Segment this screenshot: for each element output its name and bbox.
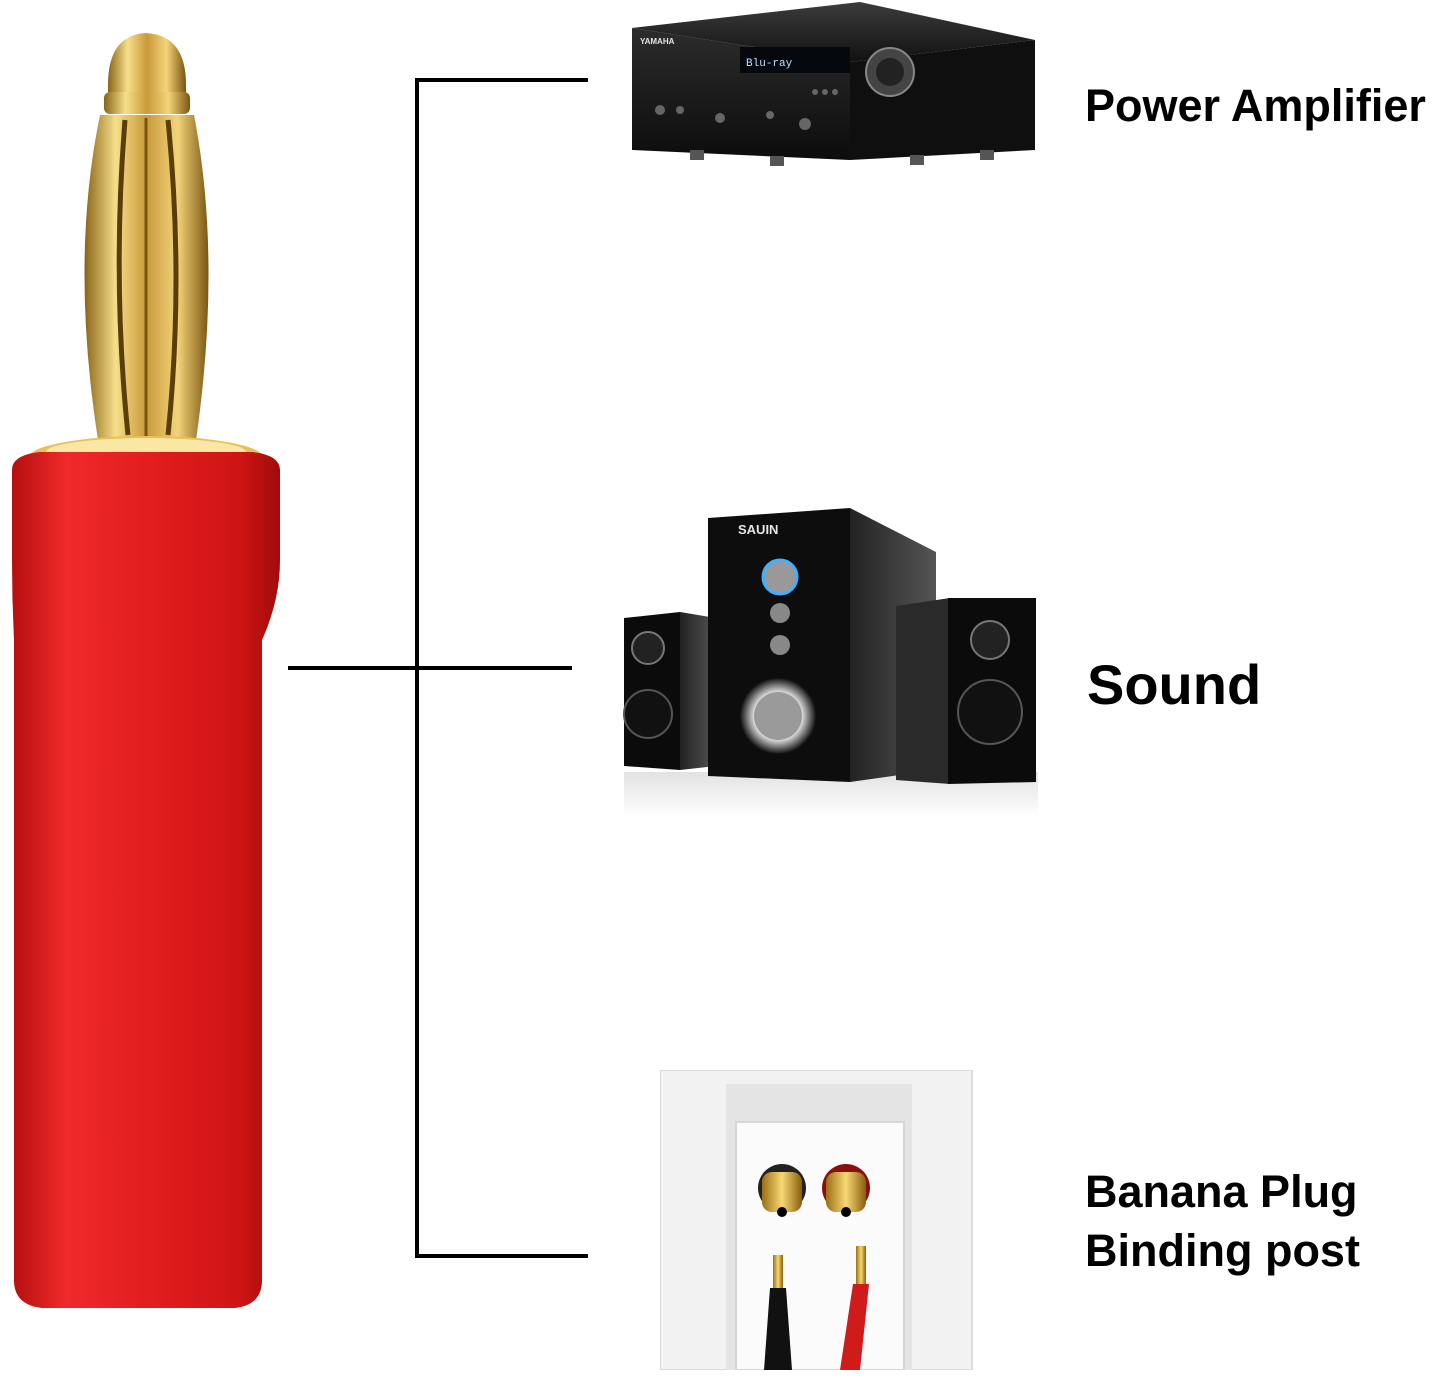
power-amplifier-image: Blu-ray YAMAHA: [632, 2, 1035, 166]
binding-post-label-line2: Binding post: [1085, 1225, 1360, 1277]
speaker-brand: SAUIN: [738, 522, 778, 537]
sound-label: Sound: [1087, 653, 1262, 716]
power-amplifier-label: Power Amplifier: [1085, 80, 1426, 131]
speaker-set-image: SAUIN: [623, 508, 1038, 817]
amp-brand: YAMAHA: [640, 37, 675, 46]
binding-post-label: Banana Plug Binding post: [1085, 1162, 1360, 1281]
wall-plate-binding-post-image: [660, 1070, 973, 1370]
banana-plug-image: [12, 33, 280, 1308]
svg-text:Blu-ray: Blu-ray: [746, 58, 793, 70]
binding-post-label-line1: Banana Plug: [1085, 1166, 1358, 1217]
